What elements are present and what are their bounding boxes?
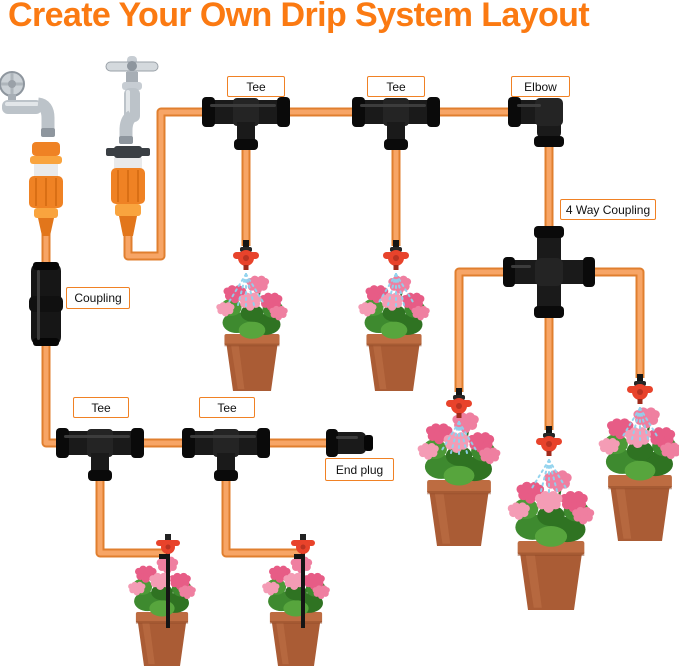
page-title: Create Your Own Drip System Layout — [8, 0, 590, 34]
potted-plant-icon — [358, 276, 429, 391]
potted-plant-icon — [418, 412, 501, 546]
tee-fitting-icon — [56, 428, 144, 481]
faucet-icon — [105, 56, 159, 144]
label-elbow: Elbow — [511, 76, 570, 97]
label-end-plug: End plug — [325, 458, 394, 481]
end-plug-icon — [326, 429, 373, 457]
label-tee-top-left: Tee — [227, 76, 285, 97]
four-way-coupling-icon — [503, 226, 595, 318]
faucet-icon — [0, 71, 55, 137]
dripper-icon — [627, 374, 653, 404]
potted-plant-icon — [262, 557, 330, 666]
tee-fitting-icon — [352, 97, 440, 150]
potted-plant-icon — [599, 407, 679, 541]
hose-connector-icon — [29, 142, 63, 236]
elbow-fitting-icon — [508, 97, 564, 147]
dripper-icon — [383, 240, 409, 270]
label-tee-bottom-mid: Tee — [199, 397, 255, 418]
tee-fitting-icon — [202, 97, 290, 150]
potted-plant-icon — [128, 557, 196, 666]
coupling-icon — [29, 262, 63, 346]
dripper-icon — [233, 240, 259, 270]
potted-plant-icon — [216, 276, 287, 391]
label-coupling: Coupling — [66, 287, 130, 309]
label-tee-bottom-left: Tee — [73, 397, 129, 418]
label-four-way-coupling: 4 Way Coupling — [560, 199, 656, 220]
dripper-icon — [536, 426, 562, 456]
tee-fitting-icon — [182, 428, 270, 481]
label-tee-top-mid: Tee — [367, 76, 425, 97]
hose-connector-icon — [106, 146, 150, 236]
potted-plant-icon — [508, 470, 594, 610]
